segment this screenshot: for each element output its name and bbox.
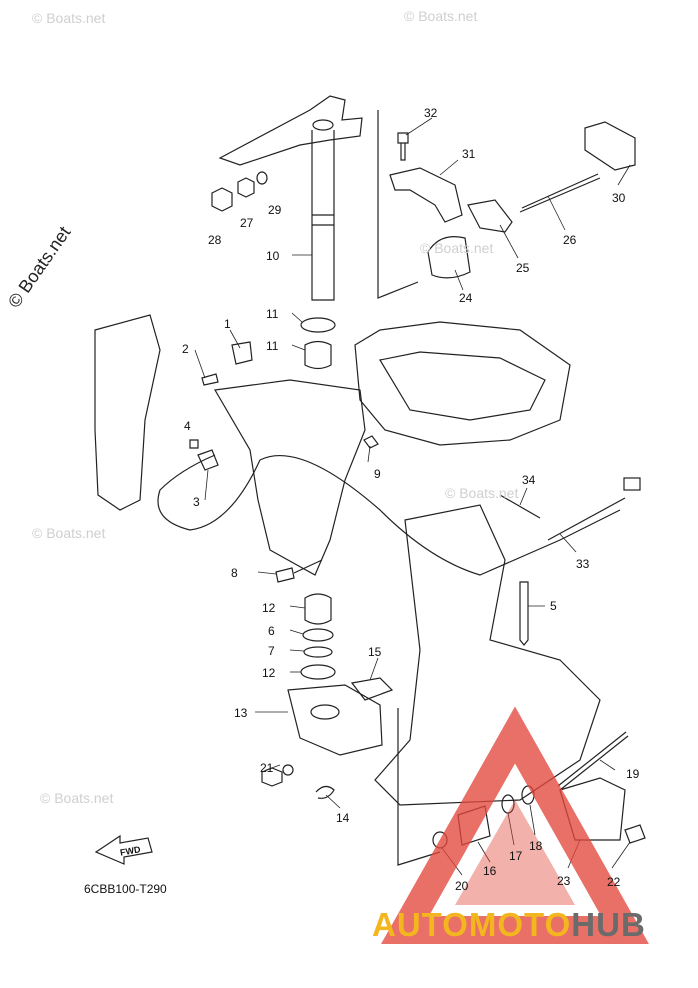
callout-14: 14 [336,811,350,825]
watermark-top-right: © Boats.net [404,8,478,24]
tie-5 [519,581,529,646]
callout-5: 5 [550,599,557,613]
washer-22 [282,764,294,776]
bushing-12-lower [304,593,332,625]
housing-13 [287,684,383,756]
tie-35 [499,494,541,519]
mount-25 [427,236,471,279]
washer-30 [256,171,268,185]
callout-34: 34 [522,473,536,487]
callout-19: 19 [626,767,640,781]
upper-casing [354,321,571,446]
bracket-32 [389,167,463,223]
callout-11: 11 [266,339,279,353]
watermark-mid-left: © Boats.net [32,525,106,541]
washer-11-lower [300,664,336,680]
clip-31 [584,121,636,171]
callout-8: 8 [231,566,238,580]
washer-11-upper [300,317,336,333]
circlip-14 [315,785,335,799]
bolt-19 [557,731,629,791]
washer-6 [302,628,334,642]
callout-22: 22 [607,875,621,889]
clamp-1 [231,341,253,365]
callout-18: 18 [529,839,543,853]
holder-3 [197,449,219,471]
watermark-bottom-left: © Boats.net [40,790,114,806]
bolt-8 [275,559,323,583]
swivel-bracket [214,379,366,576]
bolt-33 [397,132,409,161]
callout-3: 3 [193,495,200,509]
callout-31: 31 [462,147,476,161]
callout-7: 7 [268,644,275,658]
callout-12: 12 [262,666,276,680]
cable-34 [547,497,626,541]
o-ring-7 [303,646,333,658]
callout-23: 23 [557,874,571,888]
cover-15 [350,677,394,701]
automotohub-logo-triangle [381,706,649,944]
callout-1: 1 [224,317,231,331]
callout-17: 17 [509,849,523,863]
callout-27: 27 [240,216,254,230]
brand-text-automoto: AUTOMOTO [372,906,572,943]
lower-casing [374,504,601,806]
brand-text-hub: HUB [571,906,646,943]
callout-10: 10 [266,249,280,263]
connector-34 [623,477,641,491]
callout-28: 28 [208,233,222,247]
callout-2: 2 [182,342,189,356]
nut-9 [363,435,379,449]
automotohub-wordmark: AUTOMOTOHUB [372,906,646,944]
nut-28 [237,177,255,198]
callout-30: 30 [612,191,626,205]
steering-arm [218,95,363,166]
callout-9: 9 [374,467,381,481]
callout-26: 26 [563,233,577,247]
watermark-center: © Boats.net [420,240,494,256]
plate-26 [467,199,513,233]
callout-4: 4 [184,419,191,433]
watermark-mid-right: © Boats.net [445,485,519,501]
bushing-12-upper [304,340,332,370]
clamp-bracket [94,314,161,511]
callout-24: 24 [459,291,473,305]
callout-29: 29 [268,203,282,217]
callout-6: 6 [268,624,275,638]
bolt-2 [201,373,219,386]
bolt-23 [624,824,646,844]
fwd-arrow-icon [94,834,153,865]
bolt-27 [519,173,601,213]
part-code: 6CBB100-T290 [84,882,167,896]
callout-33: 33 [576,557,590,571]
callout-16: 16 [483,864,497,878]
callout-32: 32 [424,106,438,120]
callout-25: 25 [516,261,530,275]
wire-harness [157,454,621,576]
callout-12: 12 [262,601,276,615]
watermark-top-left: © Boats.net [32,10,106,26]
callout-13: 13 [234,706,248,720]
callout-21: 21 [260,761,274,775]
callout-11: 11 [266,307,279,321]
screw-4 [189,439,199,449]
callout-15: 15 [368,645,382,659]
nut-29 [211,187,233,212]
callout-20: 20 [455,879,469,893]
